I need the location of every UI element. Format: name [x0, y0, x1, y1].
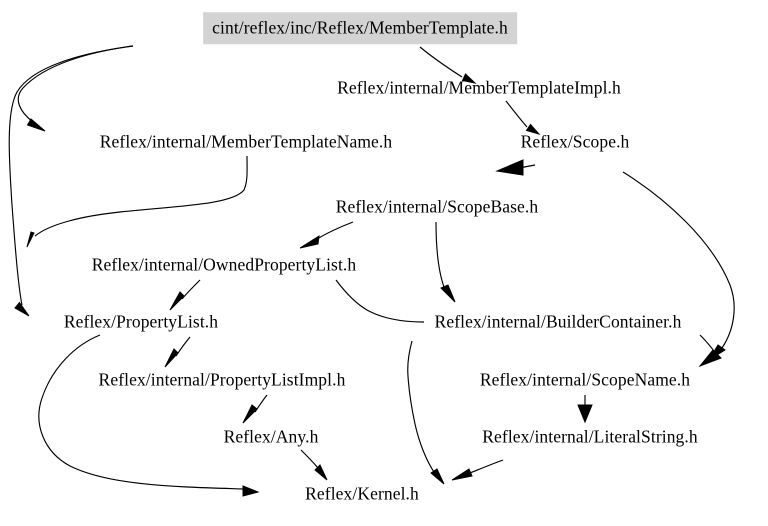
edge-literal-string-to-kernel	[451, 459, 504, 481]
edge-property-list-impl-to-any	[242, 394, 268, 424]
edge-member-template-to-member-template-name	[17, 45, 134, 132]
node-scope[interactable]: Reflex/Scope.h	[520, 131, 630, 152]
node-property-list[interactable]: Reflex/PropertyList.h	[63, 311, 219, 332]
node-member-template-name[interactable]: Reflex/internal/MemberTemplateName.h	[99, 131, 393, 152]
edge-any-to-kernel	[300, 449, 328, 481]
node-member-template-impl[interactable]: Reflex/internal/MemberTemplateImpl.h	[337, 77, 621, 98]
node-member-template[interactable]: cint/reflex/inc/Reflex/MemberTemplate.h	[203, 12, 517, 44]
node-kernel[interactable]: Reflex/Kernel.h	[305, 483, 419, 504]
edge-owned-property-list-to-builder-container	[335, 279, 425, 323]
node-scope-name[interactable]: Reflex/internal/ScopeName.h	[479, 369, 691, 390]
edge-member-template-to-property-list	[8, 45, 134, 317]
edge-scope-name-to-literal-string	[577, 395, 593, 424]
edge-scope-base-to-builder-container	[435, 221, 456, 303]
edge-member-template-to-member-template-impl	[419, 46, 477, 84]
node-owned-property-list[interactable]: Reflex/internal/OwnedPropertyList.h	[91, 254, 357, 275]
node-any[interactable]: Reflex/Any.h	[223, 426, 319, 447]
node-property-list-impl[interactable]: Reflex/internal/PropertyListImpl.h	[98, 369, 346, 390]
edge-scope-to-scope-name	[622, 171, 735, 361]
node-literal-string[interactable]: Reflex/internal/LiteralString.h	[482, 426, 698, 447]
edge-member-template-impl-to-scope	[505, 100, 541, 135]
edge-property-list-impl-to-kernel	[407, 340, 445, 485]
edge-scope-to-scope-base	[495, 159, 536, 176]
node-scope-base[interactable]: Reflex/internal/ScopeBase.h	[335, 196, 539, 217]
edge-property-list-to-property-list-impl	[164, 336, 191, 368]
edge-owned-property-list-to-property-list	[169, 279, 201, 311]
edge-builder-container-to-scope-name	[698, 334, 722, 368]
edge-member-template-name-to-owned-property-list	[26, 155, 248, 248]
node-builder-container[interactable]: Reflex/internal/BuilderContainer.h	[434, 311, 682, 332]
edge-scope-base-to-owned-property-list	[299, 221, 354, 249]
edge-property-list-to-kernel	[38, 334, 260, 497]
